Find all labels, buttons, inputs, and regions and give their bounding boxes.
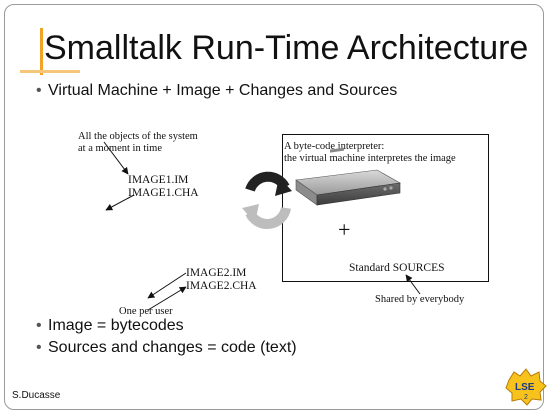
cycle-arrows-icon (242, 171, 292, 229)
arrow-shared-sources (405, 274, 421, 295)
bullet-3: • Sources and changes = code (text) (36, 338, 297, 358)
virtual-machine-box (282, 134, 489, 282)
bullet-1-text: Virtual Machine + Image + Changes and So… (48, 82, 398, 99)
image2-im-label: IMAGE2.IM (186, 267, 247, 279)
bullet-3-text: Sources and changes = code (text) (48, 339, 297, 356)
bullet-dot: • (36, 339, 42, 356)
bullet-1: • Virtual Machine + Image + Changes and S… (36, 81, 397, 101)
arrow-one-per-user (147, 286, 187, 311)
vm-desc-line2: the virtual machine interpretes the imag… (284, 153, 456, 164)
title-accent-underline (20, 70, 80, 73)
bullet-2: • Image = bytecodes (36, 316, 184, 336)
vm-device-icon (295, 147, 401, 206)
image-note-line1: All the objects of the system (78, 131, 198, 142)
bullet-dot: • (36, 317, 42, 334)
one-per-user-label: One per user (119, 306, 173, 317)
image2-cha-label: IMAGE2.CHA (186, 280, 257, 292)
image1-im-label: IMAGE1.IM (128, 174, 189, 186)
image1-cha-label: IMAGE1.CHA (128, 187, 199, 199)
plus-sign: + (338, 217, 351, 242)
lse-logo (505, 368, 547, 406)
page-number: 2 (524, 394, 528, 401)
slide-frame (4, 4, 544, 410)
standard-sources-label: Standard SOURCES (349, 262, 445, 274)
arrow-image1-left (105, 194, 135, 211)
image-note-line2: at a moment in time (78, 143, 162, 154)
arrow-image1-to-note (103, 141, 129, 175)
slide-title: Smalltalk Run-Time Architecture (44, 29, 529, 67)
bullet-dot: • (36, 82, 42, 99)
bullet-2-text: Image = bytecodes (48, 317, 184, 334)
title-accent-bar (40, 28, 43, 75)
shared-by-everybody-label: Shared by everybody (375, 294, 465, 305)
vm-desc-line1: A byte-code interpreter: (284, 141, 385, 152)
footer-author: S.Ducasse (12, 390, 61, 401)
arrow-image2-left (147, 272, 187, 299)
lse-logo-text: LSE (515, 382, 535, 393)
